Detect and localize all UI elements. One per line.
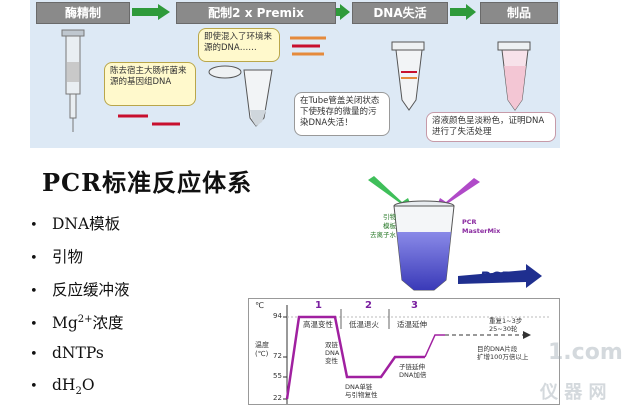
product-tube-icon [497,41,531,111]
step-prepare-premix: 配制2 x Premix [176,2,336,24]
list-item: •DNA模板 [30,215,121,233]
flow-arrow-icon [132,4,170,20]
cycle-curve [283,305,549,404]
tick-label: 94 [273,312,282,320]
graph-unit: ℃ [255,301,264,310]
stage-number: 2 [365,300,372,311]
graph-ylabel: 温度(℃) [255,341,269,358]
target-note: 目的DNA片段扩增100万倍以上 [477,345,529,361]
list-item: •dNTPs [30,344,104,362]
watermark-name: 仪 器 网 [540,382,607,403]
watermark-site: 1.com [548,340,623,365]
flow-arrow-icon [450,4,476,20]
stage-number: 3 [411,300,418,311]
open-tube-icon [208,65,273,127]
callout-environment-dna: 即使混入了环境来源的DNA…… [198,28,280,62]
stage-label: 高温变性 [303,320,333,329]
stage-number: 1 [315,300,322,311]
step-dna-inactivation: DNA失活 [352,2,448,24]
list-item: •反应缓冲液 [30,281,130,299]
anneal-note: DNA单链与引物复性 [345,383,378,399]
flow-graphics [61,4,531,132]
step-enzyme-purify: 酶精制 [36,2,130,24]
callout-inactivate-dna: 在Tube管盖关闭状态下使残存的微量的污染DNA失活！ [294,92,390,136]
closed-tube-icon [391,41,425,111]
spin-column-icon [61,29,85,132]
pcr-tube-illustration [368,176,542,291]
tick-label: 22 [273,394,282,402]
list-item: •Mg2+浓度 [30,313,124,332]
stage-label: 低温退火 [349,320,379,329]
stage-label: 适温延伸 [397,320,427,329]
pcr-logo-arrow-icon [458,264,542,288]
step-product: 制品 [480,2,558,24]
pcr-logo: PCR [480,270,512,286]
tube-left-labels: 引物模板去离子水 [370,213,396,239]
flow-arrow-icon [336,4,350,20]
page-title: PCR标准反应体系 [42,168,253,197]
list-item: •引物 [30,248,84,266]
tick-label: 72 [273,352,282,360]
callout-remove-host-dna: 陈去宿主大肠杆菌来源的基因组DNA [104,62,196,106]
tick-label: 55 [273,372,282,380]
list-item: •dH2O [30,376,95,398]
callout-pink-color: 溶液颜色呈淡粉色，证明DNA进行了失活处理 [426,112,556,142]
pcr-cycle-graph: ℃ 温度(℃) 94 72 55 22 1 2 3 高温变性 低温退火 适温延伸… [248,298,560,405]
